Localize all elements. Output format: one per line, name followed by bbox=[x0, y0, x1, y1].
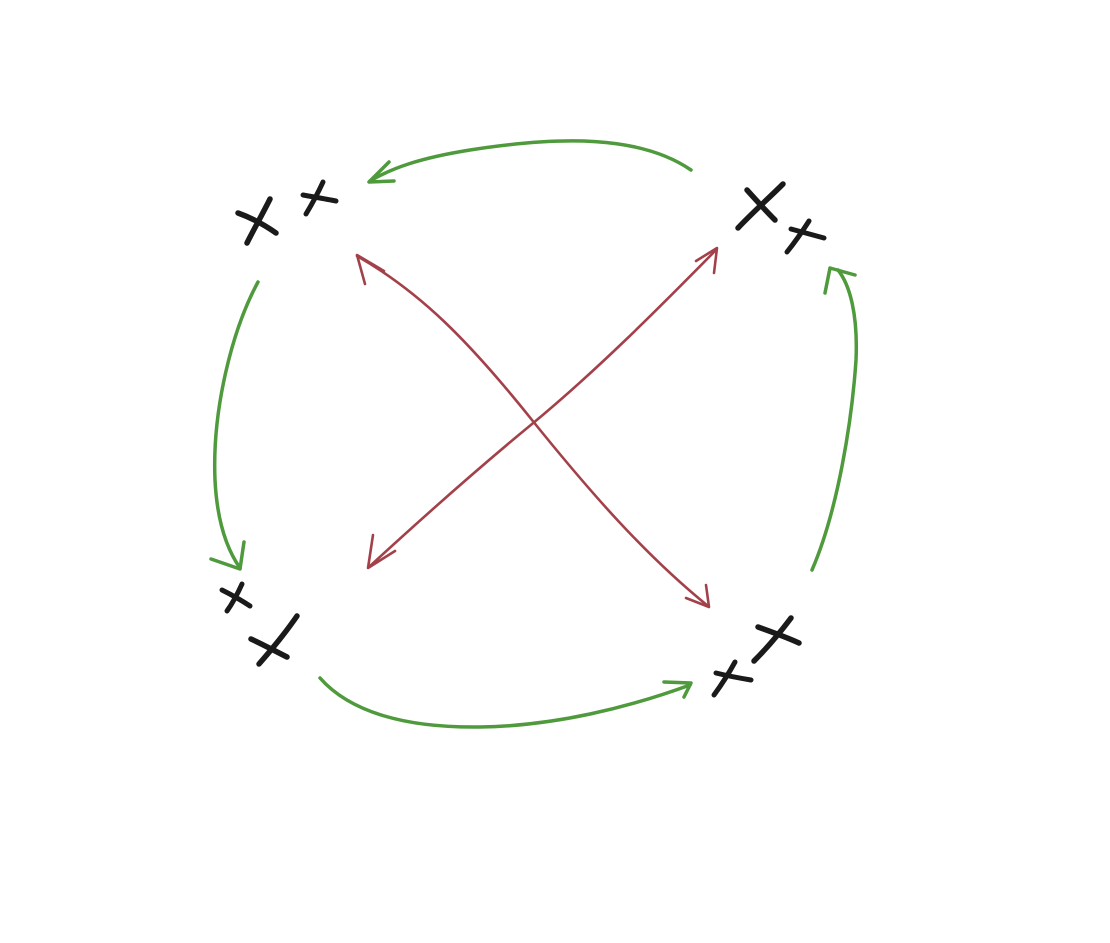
node-bottom-left bbox=[219, 581, 300, 667]
arrowhead-start bbox=[366, 533, 397, 570]
arrow-line bbox=[212, 280, 260, 570]
arrow-line bbox=[318, 676, 692, 729]
node-top-right bbox=[735, 181, 827, 255]
node-bottom-left-big-cross bbox=[248, 613, 300, 667]
edge-bottom-right-to-top-right bbox=[810, 266, 859, 572]
arrow-line bbox=[810, 268, 859, 572]
arrowhead bbox=[367, 160, 396, 184]
arrowhead-start bbox=[355, 253, 386, 286]
node-bottom-right bbox=[711, 615, 802, 698]
edge-bottom-left-to-top-right bbox=[366, 246, 719, 570]
node-bottom-right-small-cross bbox=[711, 659, 754, 698]
node-bottom-right-big-cross bbox=[751, 615, 802, 664]
edge-bottom-left-to-bottom-right bbox=[318, 676, 693, 729]
edge-top-left-to-bottom-left bbox=[209, 280, 260, 571]
edge-top-left-to-bottom-right bbox=[355, 253, 711, 609]
arrowhead-end bbox=[684, 583, 711, 609]
arrowhead-end bbox=[694, 246, 719, 275]
arrow-line bbox=[368, 139, 693, 183]
edge-top-right-to-top-left bbox=[367, 139, 693, 184]
node-top-left-small-cross bbox=[300, 179, 339, 217]
node-top-left bbox=[235, 179, 339, 246]
arrowhead bbox=[662, 680, 693, 699]
node-top-right-big-cross bbox=[735, 181, 786, 231]
arrow-line bbox=[355, 254, 710, 608]
node-top-left-big-cross bbox=[235, 196, 279, 246]
arrow-line bbox=[368, 248, 718, 568]
arrowhead bbox=[823, 266, 857, 295]
node-top-right-small-cross bbox=[784, 218, 827, 255]
node-bottom-left-small-cross bbox=[219, 581, 253, 614]
arrowhead bbox=[209, 540, 246, 571]
